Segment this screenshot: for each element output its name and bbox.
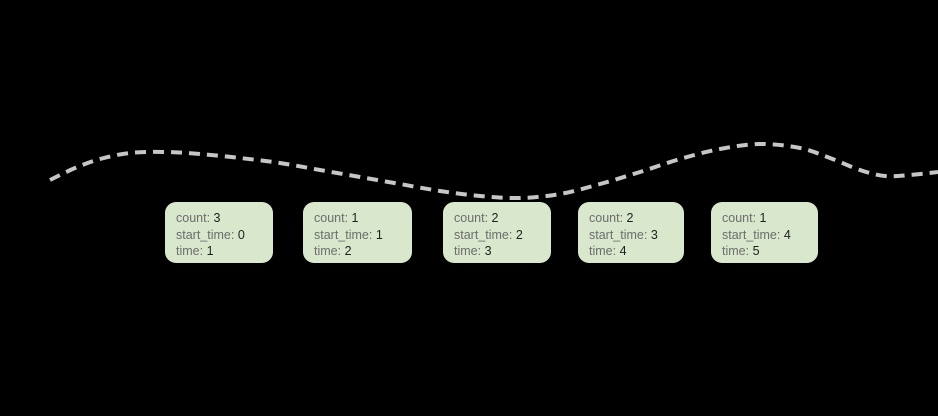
node-field-value: 4 xyxy=(619,244,627,259)
node-field-key: count: xyxy=(314,211,349,225)
node-field-key: start_time: xyxy=(454,227,513,242)
node-field-count: count: 1 xyxy=(722,210,807,227)
node-field-count: count: 3 xyxy=(176,210,262,227)
node-field-key: count: xyxy=(176,211,211,225)
node-field-value: 5 xyxy=(752,244,760,259)
node-field-count: count: 1 xyxy=(314,210,401,227)
node-field-start_time: start_time: 0 xyxy=(176,227,262,244)
node-field-value: 1 xyxy=(206,244,214,259)
node-field-time: time: 3 xyxy=(454,243,540,260)
node-field-value: 2 xyxy=(515,227,523,242)
node-field-value: 3 xyxy=(213,211,221,225)
node-field-value: 2 xyxy=(626,211,634,225)
node-field-key: count: xyxy=(454,211,489,225)
node-field-time: time: 4 xyxy=(589,243,673,260)
node-field-key: count: xyxy=(589,211,624,225)
node-field-value: 1 xyxy=(759,211,767,225)
node-field-count: count: 2 xyxy=(589,210,673,227)
node-field-time: time: 1 xyxy=(176,243,262,260)
node-field-key: start_time: xyxy=(722,227,781,242)
node-field-key: time: xyxy=(454,244,482,259)
node-field-value: 3 xyxy=(484,244,492,259)
node-field-value: 2 xyxy=(491,211,499,225)
node-field-value: 1 xyxy=(375,227,383,242)
node-field-key: time: xyxy=(722,244,750,259)
dashed-trend-curve xyxy=(49,141,938,201)
node-field-key: start_time: xyxy=(176,227,235,242)
node-field-time: time: 5 xyxy=(722,243,807,260)
node-field-key: time: xyxy=(176,244,204,259)
node-field-value: 3 xyxy=(650,227,658,242)
node-field-start_time: start_time: 3 xyxy=(589,227,673,244)
node-field-start_time: start_time: 2 xyxy=(454,227,540,244)
node-field-value: 1 xyxy=(351,211,359,225)
node-field-key: time: xyxy=(314,244,342,259)
node-field-start_time: start_time: 1 xyxy=(314,227,401,244)
node-field-time: time: 2 xyxy=(314,243,401,260)
node-field-value: 4 xyxy=(783,227,791,242)
node-field-count: count: 2 xyxy=(454,210,540,227)
node-field-key: count: xyxy=(722,211,757,225)
node-field-key: start_time: xyxy=(314,227,373,242)
node-field-value: 2 xyxy=(344,244,352,259)
node-field-value: 0 xyxy=(237,227,245,242)
node-field-start_time: start_time: 4 xyxy=(722,227,807,244)
node-field-key: time: xyxy=(589,244,617,259)
node-field-key: start_time: xyxy=(589,227,648,242)
